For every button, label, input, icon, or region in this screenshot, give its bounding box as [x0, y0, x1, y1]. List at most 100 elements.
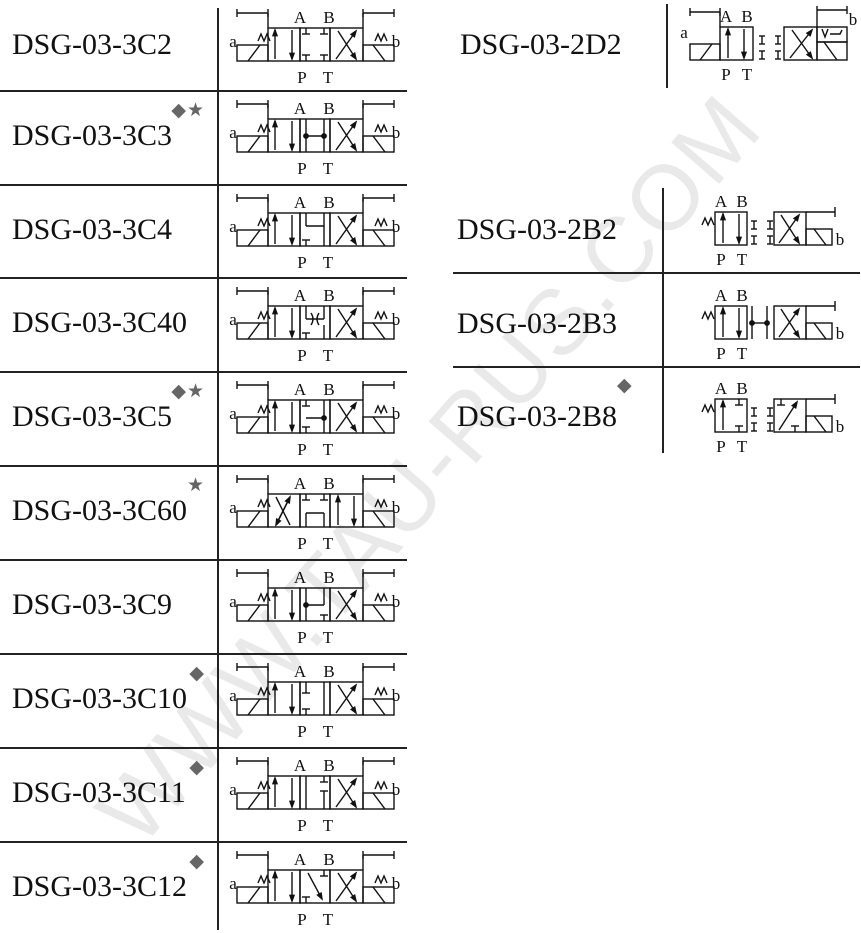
row-divider: [0, 184, 407, 186]
arrow-head: [349, 589, 358, 598]
spool-box-center: [299, 212, 331, 247]
solenoid-diagonal: [372, 44, 386, 62]
port-label-b: B: [323, 850, 334, 869]
arrow-head: [275, 517, 282, 527]
port-label-a: A: [294, 474, 307, 493]
solenoid-label-a: a: [229, 592, 237, 611]
solenoid-label-b: b: [392, 592, 401, 611]
solenoid-diagonal: [372, 698, 386, 716]
arrow-head: [271, 27, 279, 37]
spring-icon: [701, 216, 715, 227]
arrow-head: [350, 612, 358, 621]
port-label-b: B: [736, 192, 747, 211]
spool-box-center: [299, 305, 331, 340]
port-label-a: A: [715, 379, 728, 398]
row-divider: [0, 747, 407, 749]
solenoid-coil-icon: [805, 228, 833, 246]
solenoid-label-b: b: [836, 417, 845, 436]
port-label-t: T: [323, 722, 334, 741]
solenoid-coil-icon: [689, 43, 721, 61]
spool-box-right: [329, 118, 364, 153]
solenoid-diagonal: [372, 135, 386, 153]
port-label-t: T: [323, 628, 334, 647]
spool-box-left: [267, 305, 301, 340]
port-label-b: B: [323, 568, 334, 587]
spool-box-left: [267, 775, 301, 810]
column-divider: [217, 8, 219, 930]
spring-icon: [257, 498, 271, 509]
solenoid-label-a: a: [680, 23, 688, 42]
port-label-b: B: [736, 379, 747, 398]
spring-icon: [257, 32, 271, 43]
port-label-p: P: [297, 68, 306, 87]
spring-icon: [374, 310, 388, 321]
spool-box-left: [719, 26, 754, 61]
arrow-head: [349, 120, 358, 129]
port-label-a: A: [294, 756, 307, 775]
row-divider: [0, 465, 407, 467]
solenoid-coil-icon: [236, 698, 269, 716]
solenoid-coil-icon: [805, 322, 833, 340]
arrow-head: [288, 424, 296, 434]
arrow-head: [350, 800, 358, 809]
solenoid-coil-icon: [236, 510, 269, 528]
arrow-head: [334, 493, 342, 503]
spool-box-center: [299, 681, 331, 716]
spool-box-left: [714, 305, 748, 340]
spool-box-center: [299, 27, 331, 62]
spool-box-center: [299, 775, 331, 810]
port-label-t: T: [323, 68, 334, 87]
model-label: DSG-03-2B3: [457, 307, 618, 340]
spool-box-left: [714, 211, 748, 246]
arrow-head: [288, 330, 296, 340]
model-label: DSG-03-3C11: [12, 776, 186, 809]
arrow-head: [271, 399, 279, 409]
spool-box-left: [267, 869, 301, 904]
port-label-p: P: [297, 159, 306, 178]
arrow-head: [724, 26, 732, 36]
solenoid-coil-icon: [236, 229, 269, 247]
arrow-head: [350, 52, 358, 61]
arrow-head: [349, 683, 358, 692]
port-label-a: A: [294, 8, 307, 27]
port-label-b: B: [323, 99, 334, 118]
solenoid-label-a: a: [229, 686, 237, 705]
detent-icon: [821, 28, 843, 39]
spool-box-right: [329, 305, 364, 340]
spring-icon: [701, 403, 715, 414]
solenoid-label-b: b: [836, 324, 845, 343]
spool-box-right: [329, 493, 364, 528]
arrow-head: [350, 518, 358, 528]
port-label-p: P: [297, 534, 306, 553]
arrow-head: [349, 214, 358, 223]
arrow-head: [735, 330, 743, 340]
port-label-a: A: [294, 286, 307, 305]
arrow-head: [793, 330, 801, 339]
spring-icon: [257, 123, 271, 134]
row-divider: [0, 841, 407, 843]
spring-icon: [257, 686, 271, 697]
arrow-head: [349, 401, 358, 410]
solenoid-coil-icon: [805, 415, 833, 433]
solenoid-diagonal: [247, 792, 261, 810]
solenoid-label-b: b: [392, 874, 401, 893]
availability-marks: ◆: [189, 757, 205, 778]
arrow-head: [805, 51, 814, 60]
arrow-head: [740, 51, 748, 61]
arrow-head: [719, 398, 727, 408]
solenoid-diagonal: [247, 604, 261, 622]
solenoid-coil-icon: [236, 886, 269, 904]
spool-box-right: [329, 775, 364, 810]
spring-icon: [374, 32, 388, 43]
spring-icon: [374, 123, 388, 134]
port-label-a: A: [720, 7, 733, 26]
arrow-head: [288, 706, 296, 716]
solenoid-coil-icon: [236, 322, 269, 340]
solenoid-coil-icon: [236, 416, 269, 434]
